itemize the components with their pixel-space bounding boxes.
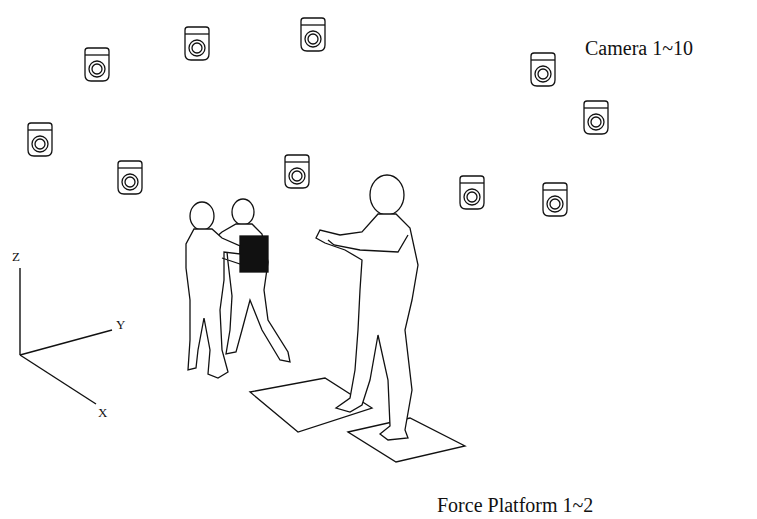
camera-label: Camera 1~10 [585,38,693,58]
people [186,175,418,440]
axis-label: Z [12,250,20,263]
axes [20,268,112,404]
cameras [28,18,608,216]
carried-box [240,236,268,272]
platform-label: Force Platform 1~2 [437,495,593,515]
axis-label: X [98,406,107,419]
axis-label: Y [116,318,125,331]
